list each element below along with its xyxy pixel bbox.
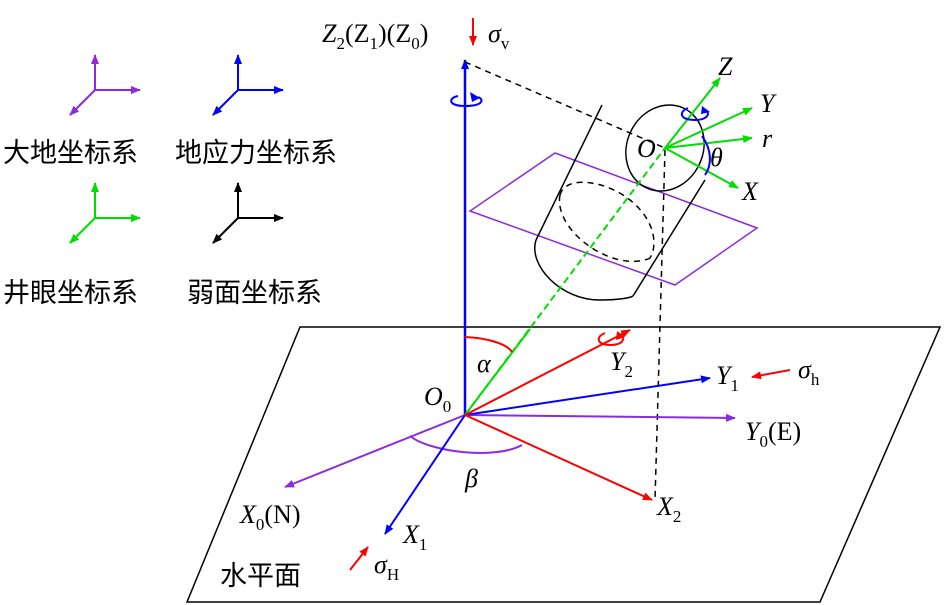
x2-label: X2: [656, 492, 681, 526]
geodetic-legend-icon: [69, 54, 141, 116]
y2-label: Y2: [610, 347, 633, 381]
theta-label: θ: [710, 143, 723, 172]
x2-axis: [464, 414, 653, 501]
y1-axis: [464, 375, 711, 416]
sigma-H-arrow: [349, 546, 369, 571]
wellbore-r-label: r: [762, 124, 773, 153]
legend-wellbore-label: 井眼坐标系: [3, 278, 138, 309]
sigma-v-label: σv: [488, 19, 510, 53]
beta-arc: [409, 435, 523, 454]
alpha-label: α: [477, 349, 492, 378]
legend-in-situ-stress-label: 地应力坐标系: [175, 138, 337, 169]
beta-label: β: [464, 464, 478, 493]
y0-label: Y0(E): [745, 417, 801, 451]
horizontal-plane-label: 水平面: [220, 561, 301, 592]
horizontal-plane: [185, 326, 942, 603]
sigma-h-arrow: [751, 369, 791, 380]
weak-plane-legend-icon: [212, 182, 284, 244]
dashed-guide-drop: [654, 149, 666, 501]
wellbore-axes: [664, 77, 753, 189]
alpha-arc: [464, 336, 513, 353]
y1-label: Y1: [716, 361, 739, 395]
wellbore-z-label: Z: [718, 52, 733, 81]
wellbore-legend-icon: [69, 182, 141, 244]
x0-axis: [284, 414, 466, 488]
in-situ-stress-legend-icon: [212, 54, 284, 116]
x1-label: X1: [402, 520, 427, 554]
wellbore-y-label: Y: [760, 89, 777, 118]
wellbore-cylinder: [534, 104, 706, 301]
dashed-guide-top: [464, 61, 666, 149]
origin-label: O0: [424, 382, 451, 416]
x0-label: X0(N): [239, 500, 300, 534]
z-axis-label: Z2(Z1)(Z0): [322, 19, 428, 53]
legend-weak-plane-label: 弱面坐标系: [187, 278, 322, 309]
y2-rotation-icon: [597, 332, 625, 347]
legend-geodetic-label: 大地坐标系: [3, 138, 138, 169]
weak-plane: [468, 152, 759, 286]
sigma-h-label: σh: [798, 355, 820, 389]
z-rotation-icon: [450, 95, 483, 108]
wellbore-x-label: X: [741, 177, 759, 206]
wellbore-origin-label: O: [637, 134, 656, 163]
wellbore-rotation-icon: [680, 107, 709, 122]
y0-axis: [464, 413, 736, 422]
theta-arc: [701, 135, 711, 176]
sigma-H-label: σH: [374, 550, 399, 584]
x1-axis: [384, 414, 466, 535]
